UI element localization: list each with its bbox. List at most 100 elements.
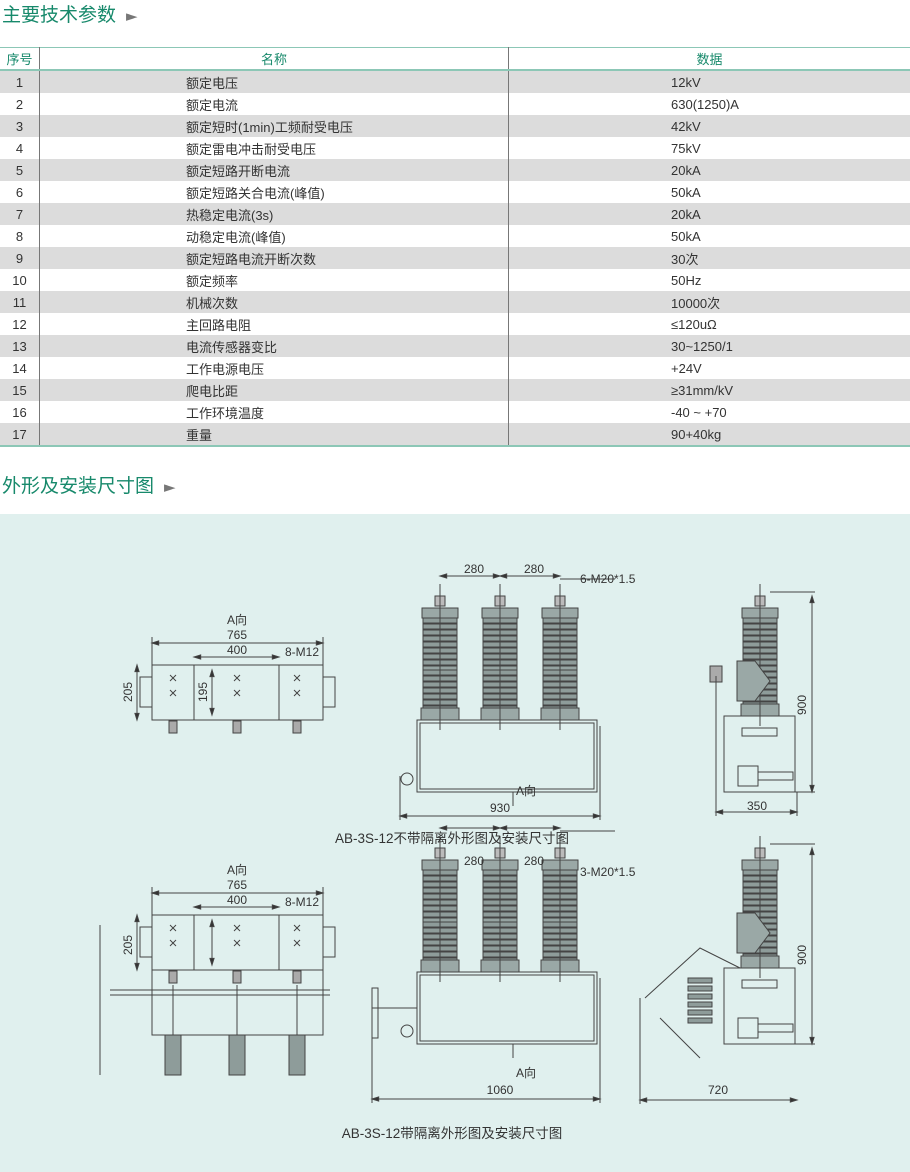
nameplate <box>741 979 778 989</box>
cross-mark <box>293 689 301 697</box>
arrowhead <box>134 663 140 673</box>
row-name: 爬电比距 <box>39 379 509 401</box>
row-index: 6 <box>0 181 40 203</box>
cross-mark <box>169 674 177 682</box>
row-value: ≤120uΩ <box>671 316 717 332</box>
pitch-label: 280 <box>464 562 484 576</box>
row-value: 20kA <box>671 162 701 178</box>
triangle-arrow-icon: ► <box>126 7 138 25</box>
drawings-svg: A向 765 400 8-M12 205 195 280 280 6-M20*1… <box>99 562 815 1141</box>
cross-mark <box>293 939 301 947</box>
row-name: 电流传感器变比 <box>39 335 509 357</box>
arrowhead <box>398 813 408 819</box>
isolator-shed <box>687 993 713 1000</box>
triangle-arrow-icon: ► <box>164 478 176 496</box>
row-index: 4 <box>0 137 40 159</box>
bottom-insulator <box>228 1034 246 1076</box>
cross-mark <box>233 939 241 947</box>
label-direction: A向 <box>227 612 247 627</box>
cross-mark <box>169 939 177 947</box>
arrowhead <box>498 573 508 579</box>
table-header-row: 序号 名称 数据 <box>0 47 910 71</box>
row-value: 42kV <box>671 118 701 134</box>
arrowhead <box>150 640 160 646</box>
row-index: 15 <box>0 379 40 401</box>
arrowhead <box>370 1096 380 1102</box>
row-value: 10000次 <box>671 295 721 311</box>
arrowhead <box>134 913 140 923</box>
dim-label-350: 350 <box>747 799 767 813</box>
isolator-shed <box>687 1001 713 1008</box>
header-value: 数据 <box>508 47 910 71</box>
arrowhead <box>315 890 325 896</box>
arrowhead <box>789 809 799 815</box>
thread-label: 6-M20*1.5 <box>580 572 636 586</box>
ct-housing <box>736 660 771 702</box>
dim-label-765: 765 <box>227 628 247 642</box>
arrowhead <box>498 825 508 831</box>
row-name: 机械次数 <box>39 291 509 313</box>
arrowhead <box>209 668 215 678</box>
row-name: 额定短路关合电流(峰值) <box>39 181 509 203</box>
arrowhead <box>809 1036 815 1046</box>
dim-label-930: 930 <box>490 801 510 815</box>
row-index: 1 <box>0 70 40 93</box>
arrowhead <box>809 594 815 604</box>
terminal-bolt <box>168 720 178 734</box>
label-direction: A向 <box>227 862 247 877</box>
arrowhead <box>714 809 724 815</box>
arrowhead <box>134 712 140 722</box>
cross-mark <box>293 924 301 932</box>
row-value: 20kA <box>671 206 701 222</box>
mechanism-box <box>723 967 796 1045</box>
arrowhead <box>438 573 448 579</box>
row-index: 5 <box>0 159 40 181</box>
arrowhead <box>492 825 502 831</box>
row-name: 工作电源电压 <box>39 357 509 379</box>
arrowhead <box>809 784 815 794</box>
bottom-insulator <box>164 1034 182 1076</box>
pitch-label: 280 <box>524 854 544 868</box>
arrowhead <box>192 904 202 910</box>
thread-label: 3-M20*1.5 <box>580 865 636 879</box>
lifting-eye <box>400 1024 414 1038</box>
arrowhead <box>134 962 140 972</box>
dim-label-765: 765 <box>227 878 247 892</box>
row-name: 热稳定电流(3s) <box>39 203 509 225</box>
bolt-label: 8-M12 <box>285 895 319 909</box>
header-name: 名称 <box>39 47 509 71</box>
side-flange <box>139 926 153 958</box>
cross-mark <box>233 689 241 697</box>
arrowhead <box>552 573 562 579</box>
dim-label-720: 720 <box>708 1083 728 1097</box>
isolator-shed <box>687 1017 713 1024</box>
row-index: 17 <box>0 423 40 447</box>
tank-inner <box>419 722 595 790</box>
row-name: 额定短路开断电流 <box>39 159 509 181</box>
row-index: 8 <box>0 225 40 247</box>
cross-mark <box>233 674 241 682</box>
section-title-dimensions: 外形及安装尺寸图 ► <box>2 471 176 498</box>
arrowhead <box>315 640 325 646</box>
section-title-text: 外形及安装尺寸图 <box>2 475 155 497</box>
isolator-shed <box>687 977 713 984</box>
row-name: 额定短时(1min)工频耐受电压 <box>39 115 509 137</box>
row-value: 90+40kg <box>508 423 910 447</box>
row-index: 10 <box>0 269 40 291</box>
direction-label: A向 <box>516 783 536 798</box>
terminal-bolt <box>232 720 242 734</box>
dim-label-1060: 1060 <box>487 1083 514 1097</box>
row-name: 动稳定电流(峰值) <box>39 225 509 247</box>
arrowhead <box>209 918 215 928</box>
row-name: 额定短路电流开断次数 <box>39 247 509 269</box>
arrowhead <box>592 1096 602 1102</box>
arrowhead <box>592 813 602 819</box>
